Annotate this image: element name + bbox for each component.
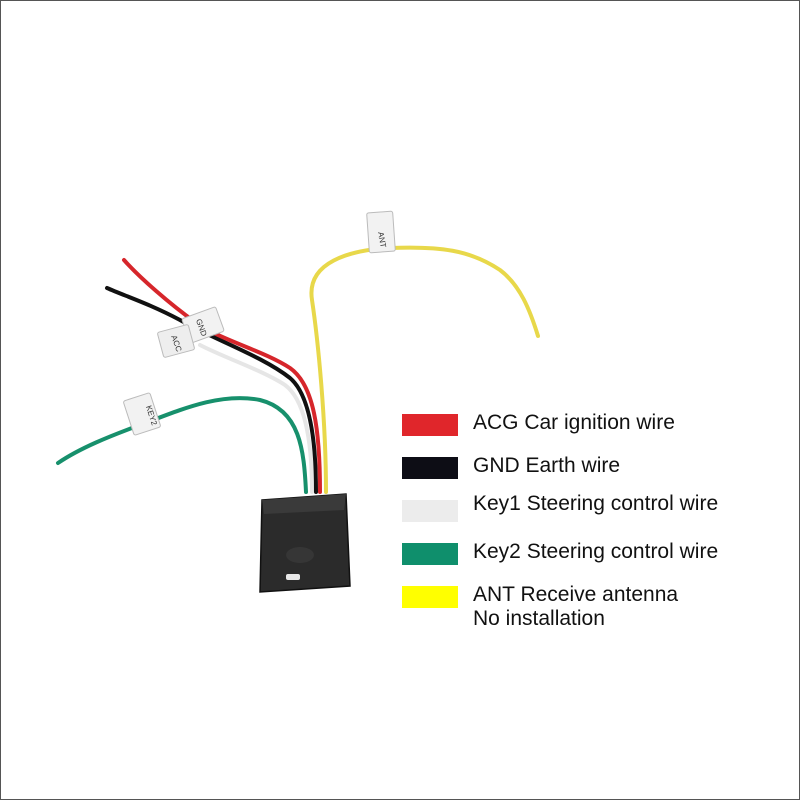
green-swatch [402,543,458,565]
legend-row-red: ACG Car ignition wire [402,408,792,451]
control-module-box [259,493,351,593]
legend-row-black: GND Earth wire [402,451,792,494]
yellow-swatch [402,586,458,608]
legend-row-white: Key1 Steering control wire [402,492,792,537]
wire-color-legend: ACG Car ignition wire GND Earth wire Key… [402,408,792,630]
legend-label-yellow-line2: No installation [473,607,605,630]
key2-wire-tag: KEY2 [123,392,161,436]
module-slot [286,574,300,580]
ant-tag-label: ANT [376,231,388,248]
black-swatch [402,457,458,479]
legend-row-yellow: ANT Receive antenna No installation [402,580,792,630]
legend-label-red: ACG Car ignition wire [473,411,675,434]
white-key1-wire [198,343,314,494]
white-swatch [402,500,458,522]
legend-label-white: Key1 Steering control wire [473,492,719,515]
legend-label-yellow-line1: ANT Receive antenna [473,583,679,606]
red-swatch [402,414,458,436]
red-acc-wire [122,258,322,494]
legend-label-yellow: ANT Receive antenna No installation [473,583,678,631]
legend-label-green: Key2 Steering control wire [473,540,719,563]
ant-wire-tag: ANT [366,210,396,254]
legend-row-green: Key2 Steering control wire [402,537,792,580]
green-key2-wire [56,396,308,494]
acc-wire-tag: ACC [157,324,195,358]
legend-label-black: GND Earth wire [473,454,621,477]
black-gnd-wire [105,286,318,494]
